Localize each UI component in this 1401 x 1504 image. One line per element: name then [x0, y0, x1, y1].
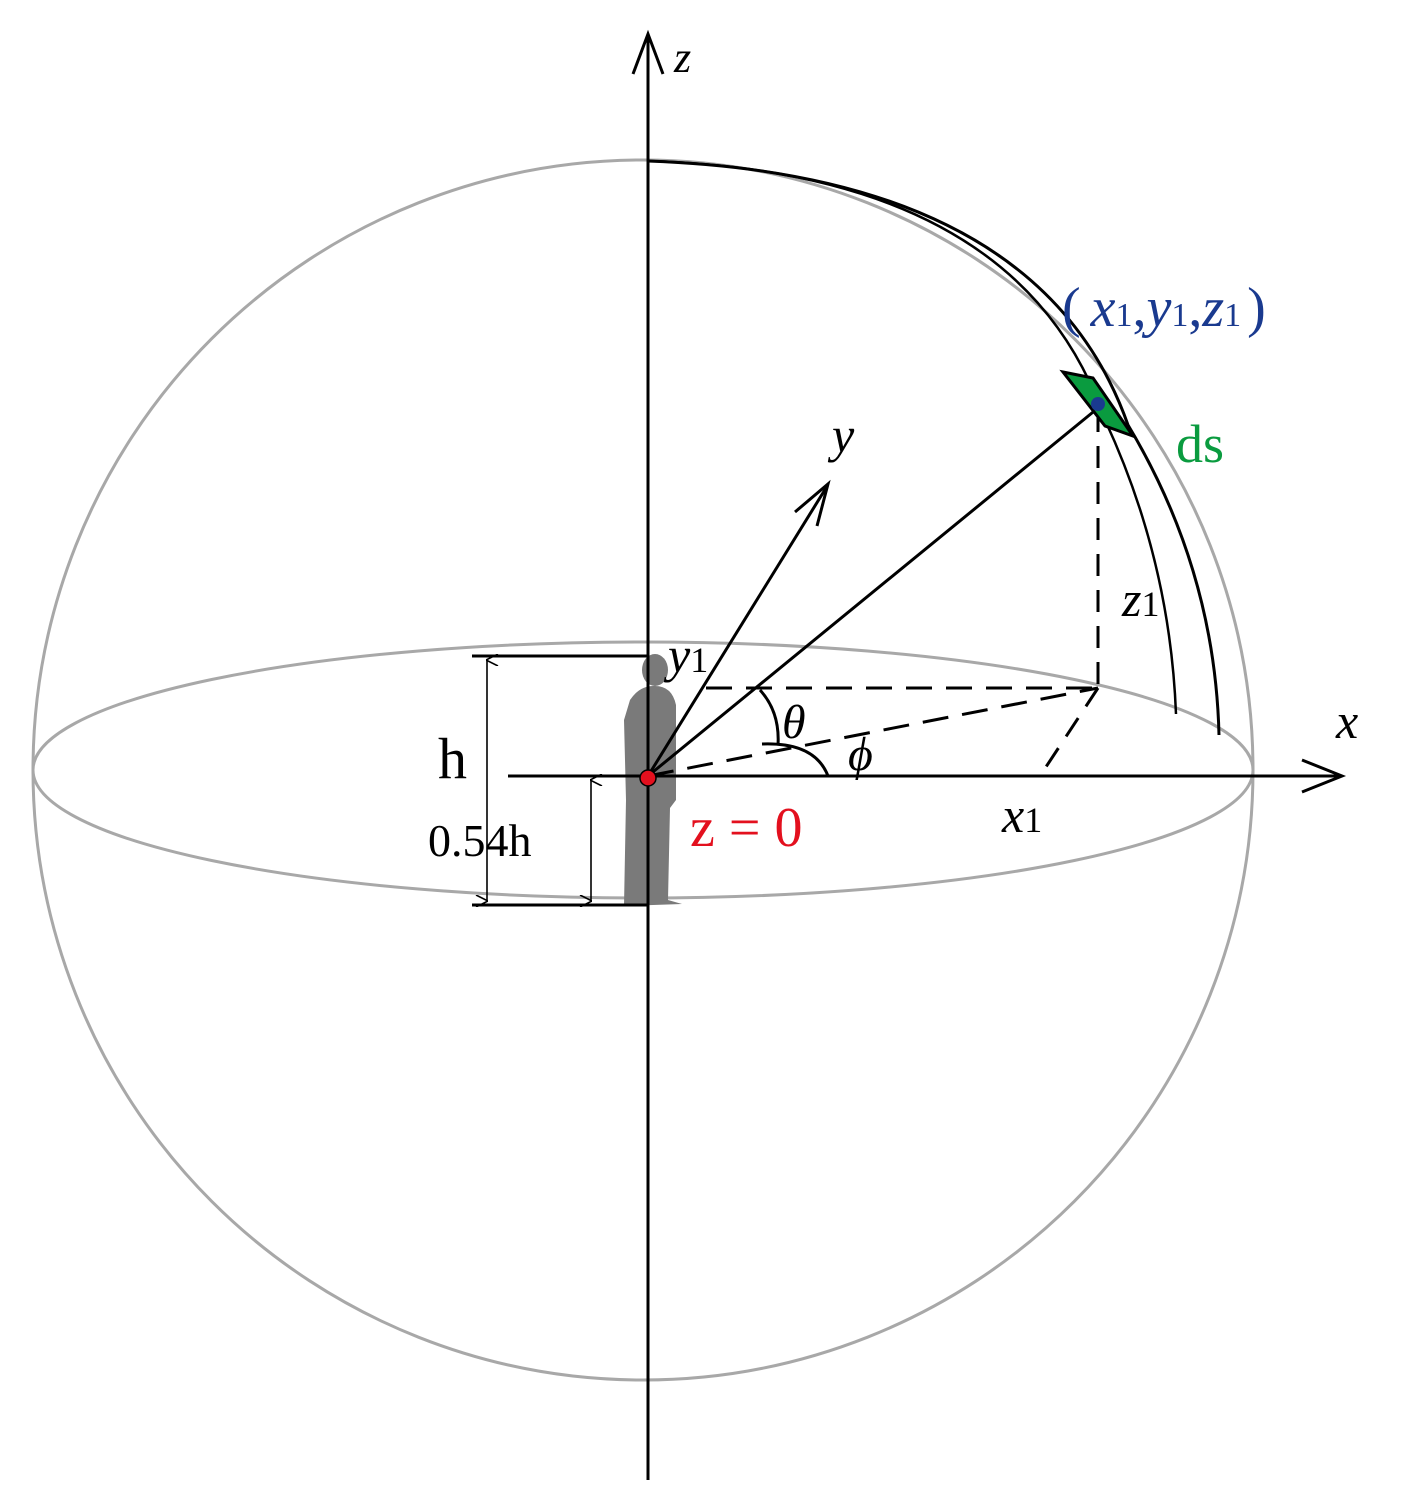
phi-label: ϕ — [848, 728, 873, 781]
outer-meridian-arc — [647, 159, 1221, 736]
x1-projection-dashed — [1038, 687, 1100, 777]
z1-label: z1 — [1121, 571, 1159, 627]
x-axis-arrowhead — [1301, 758, 1347, 794]
origin-point — [639, 769, 657, 787]
y-axis-arrowhead — [794, 479, 831, 527]
origin-label: z = 0 — [690, 797, 802, 859]
y-axis — [646, 487, 828, 777]
radius-line — [647, 406, 1099, 778]
x1-label: x1 — [1001, 787, 1042, 843]
phi-projection-dashed — [647, 686, 1099, 778]
point-coordinates-label: (x1,y1,z1) — [1062, 277, 1266, 339]
phi-angle-arc — [761, 742, 830, 777]
x-axis-label: x — [1335, 693, 1358, 749]
point-marker — [1091, 397, 1105, 411]
y1-label: y1 — [663, 627, 708, 683]
z-axis-arrowhead — [631, 29, 665, 75]
theta-angle-arc — [758, 688, 780, 746]
z-axis-label: z — [673, 33, 691, 82]
y-axis-label: y — [827, 407, 855, 463]
ds-label: ds — [1176, 414, 1224, 474]
theta-label: θ — [782, 696, 806, 749]
inner-meridian-arc — [647, 159, 1178, 715]
height-label: h — [438, 726, 467, 791]
eye-height-label: 0.54h — [428, 815, 532, 866]
